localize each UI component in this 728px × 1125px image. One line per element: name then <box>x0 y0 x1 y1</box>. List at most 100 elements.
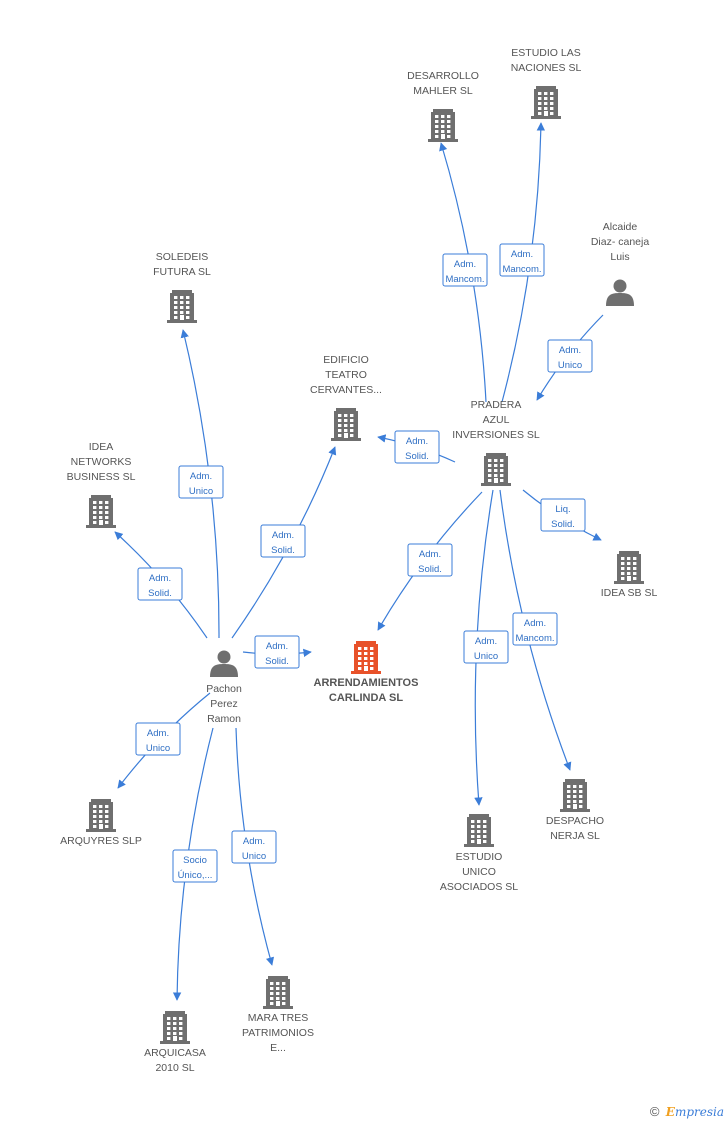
footer-brand: © Empresia <box>650 1104 724 1119</box>
edge-label-box <box>260 524 306 558</box>
building-icon-pradera[interactable] <box>481 453 511 486</box>
nodes-layer: DESARROLLO MAHLER SL ESTUDIO LAS NACIONES S… <box>60 47 657 1074</box>
person-icon-alcaide[interactable] <box>606 279 634 307</box>
node-label-edificio[interactable]: EDIFICIOTEATROCERVANTES... <box>310 354 382 396</box>
node-label-line: ESTUDIO LAS <box>511 47 580 59</box>
edge-label-text: Adm. <box>454 259 476 270</box>
edge-label-text: Adm. <box>419 549 441 560</box>
building-icon-soledeis[interactable] <box>167 290 197 323</box>
building-icon-idea_sb[interactable] <box>614 551 644 584</box>
edge-label-alcaide-pradera[interactable]: Adm.Unico <box>547 339 593 373</box>
edge-label-pachon-idea_net[interactable]: Adm.Solid. <box>137 567 183 601</box>
node-label-line: Alcaide <box>603 221 638 233</box>
edge-label-pachon-arquyres[interactable]: Adm.Unico <box>135 722 181 756</box>
edge-label-box <box>137 567 183 601</box>
edge-label-text: Adm. <box>511 249 533 260</box>
node-label-line: FUTURA SL <box>153 266 211 278</box>
node-label-line: MAHLER SL <box>413 85 473 97</box>
node-label-line: DESARROLLO <box>407 70 479 82</box>
node-label-desarrollo[interactable]: DESARROLLO MAHLER SL <box>407 70 479 97</box>
building-icon-mara[interactable] <box>263 976 293 1009</box>
edge-label-pachon-soledeis[interactable]: Adm.Unico <box>178 465 224 499</box>
node-label-line: CERVANTES... <box>310 384 382 396</box>
edge-label-text: Adm. <box>266 641 288 652</box>
node-label-mara[interactable]: MARA TRESPATRIMONIOSE... <box>242 1012 314 1054</box>
node-label-line: INVERSIONES SL <box>452 429 540 441</box>
edge-label-text: Solid. <box>418 564 442 575</box>
edge-label-pradera-desarrollo[interactable]: Adm. Mancom. <box>442 253 488 287</box>
node-label-arrend[interactable]: ARRENDAMIENTOS CARLINDA SL <box>314 677 419 704</box>
edge-labels-layer: Adm.Mancom.Adm.Mancom.Adm.UnicoAdm.Solid… <box>135 243 593 883</box>
edge-label-pachon-arrend[interactable]: Adm.Solid. <box>254 635 300 669</box>
node-label-line: DESPACHO <box>546 815 604 827</box>
edge-label-pradera-edificio[interactable]: Adm.Solid. <box>394 430 440 464</box>
edge-label-text: Adm. <box>559 345 581 356</box>
edge-label-text: Mancom. <box>445 274 484 285</box>
edge-label-text: Unico <box>242 851 266 862</box>
edge-label-pradera-despacho[interactable]: Adm.Mancom. <box>512 612 558 646</box>
node-label-arquyres[interactable]: ARQUYRES SLP <box>60 835 142 847</box>
building-icon-estudio_las[interactable] <box>531 86 561 119</box>
node-label-line: MARA TRES <box>248 1012 309 1024</box>
edge-label-text: Unico <box>474 651 498 662</box>
edge-label-text: Adm. <box>149 573 171 584</box>
edge-label-text: Adm. <box>524 618 546 629</box>
edge-label-text: Adm. <box>272 530 294 541</box>
building-icon-arquicasa[interactable] <box>160 1011 190 1044</box>
edge-label-text: Solid. <box>405 451 429 462</box>
edge-label-text: Único,... <box>178 870 213 881</box>
node-label-line: Ramon <box>207 713 241 725</box>
edge-label-box <box>499 243 545 277</box>
node-label-line: TEATRO <box>325 369 367 381</box>
node-label-estudio_las[interactable]: ESTUDIO LAS NACIONES SL <box>511 47 582 74</box>
focus-building-icon-arrend[interactable] <box>351 641 381 674</box>
building-icon-desarrollo[interactable] <box>428 109 458 142</box>
node-label-line: IDEA SB SL <box>601 587 658 599</box>
building-icon-edificio[interactable] <box>331 408 361 441</box>
edge-label-box <box>547 339 593 373</box>
node-label-line: AZUL <box>483 414 510 426</box>
edge-label-box <box>540 498 586 532</box>
brand-logo[interactable]: Empresia <box>665 1105 724 1119</box>
node-label-line: ASOCIADOS SL <box>440 881 518 893</box>
node-label-line: NACIONES SL <box>511 62 582 74</box>
edge-label-text: Solid. <box>271 545 295 556</box>
edge-label-pachon-mara[interactable]: Adm.Unico <box>231 830 277 864</box>
building-icon-idea_net[interactable] <box>86 495 116 528</box>
edge-label-box <box>254 635 300 669</box>
node-label-line: BUSINESS SL <box>67 471 136 483</box>
node-label-line: SOLEDEIS <box>156 251 209 263</box>
edge-label-text: Adm. <box>190 471 212 482</box>
person-icon-pachon[interactable] <box>210 650 238 678</box>
node-label-line: CARLINDA SL <box>329 692 403 704</box>
copyright-symbol: © <box>649 1104 660 1119</box>
edge-label-pachon-arquicasa[interactable]: SocioÚnico,... <box>172 849 218 883</box>
edge-label-pachon-edificio[interactable]: Adm. Solid. <box>260 524 306 558</box>
edge-label-pradera-estudio_las[interactable]: Adm. Mancom. <box>499 243 545 277</box>
edge-label-pradera-estudio_unico[interactable]: Adm.Unico <box>463 630 509 664</box>
building-icon-despacho[interactable] <box>560 779 590 812</box>
node-label-line: ARRENDAMIENTOS <box>314 677 419 689</box>
node-label-soledeis[interactable]: SOLEDEIS FUTURA SL <box>153 251 211 278</box>
node-label-line: UNICO <box>462 866 496 878</box>
edge-label-text: Liq. <box>555 504 570 515</box>
node-label-line: Pachon <box>206 683 242 695</box>
edge-label-text: Mancom. <box>502 264 541 275</box>
edge-label-text: Solid. <box>551 519 575 530</box>
building-icon-arquyres[interactable] <box>86 799 116 832</box>
building-icon-estudio_unico[interactable] <box>464 814 494 847</box>
edge-label-pradera-idea_sb[interactable]: Liq. Solid. <box>540 498 586 532</box>
edge-label-box <box>135 722 181 756</box>
node-label-line: Diaz- caneja <box>591 236 650 248</box>
edge-label-pradera-arrend[interactable]: Adm. Solid. <box>407 543 453 577</box>
node-label-line: E... <box>270 1042 286 1054</box>
node-label-idea_sb[interactable]: IDEA SB SL <box>601 587 658 599</box>
edge-label-box <box>178 465 224 499</box>
